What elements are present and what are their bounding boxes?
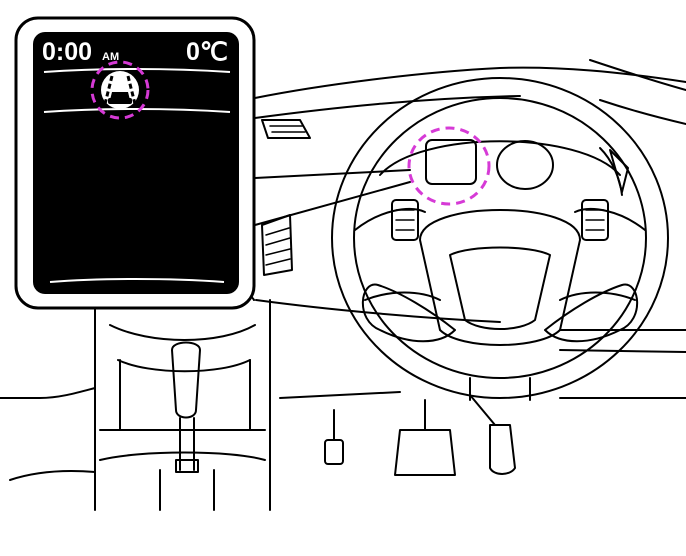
cluster-highlight-circle: [407, 126, 491, 206]
clock-time: 0:00: [42, 38, 92, 66]
steering-wheel: [331, 77, 669, 401]
lane-departure-warning-icon: [101, 71, 139, 109]
display-callout: [14, 16, 256, 310]
icon-highlight-circle: [90, 60, 150, 120]
dashboard-lines: [0, 59, 686, 511]
clock-am-pm: AM: [102, 51, 119, 63]
display-screen: [33, 32, 239, 294]
callout-leader: [254, 169, 411, 226]
pedals: [324, 394, 516, 476]
outside-temperature: 0℃: [186, 38, 228, 66]
gear-shifter: [159, 341, 215, 511]
instrument-cluster: [379, 139, 629, 196]
